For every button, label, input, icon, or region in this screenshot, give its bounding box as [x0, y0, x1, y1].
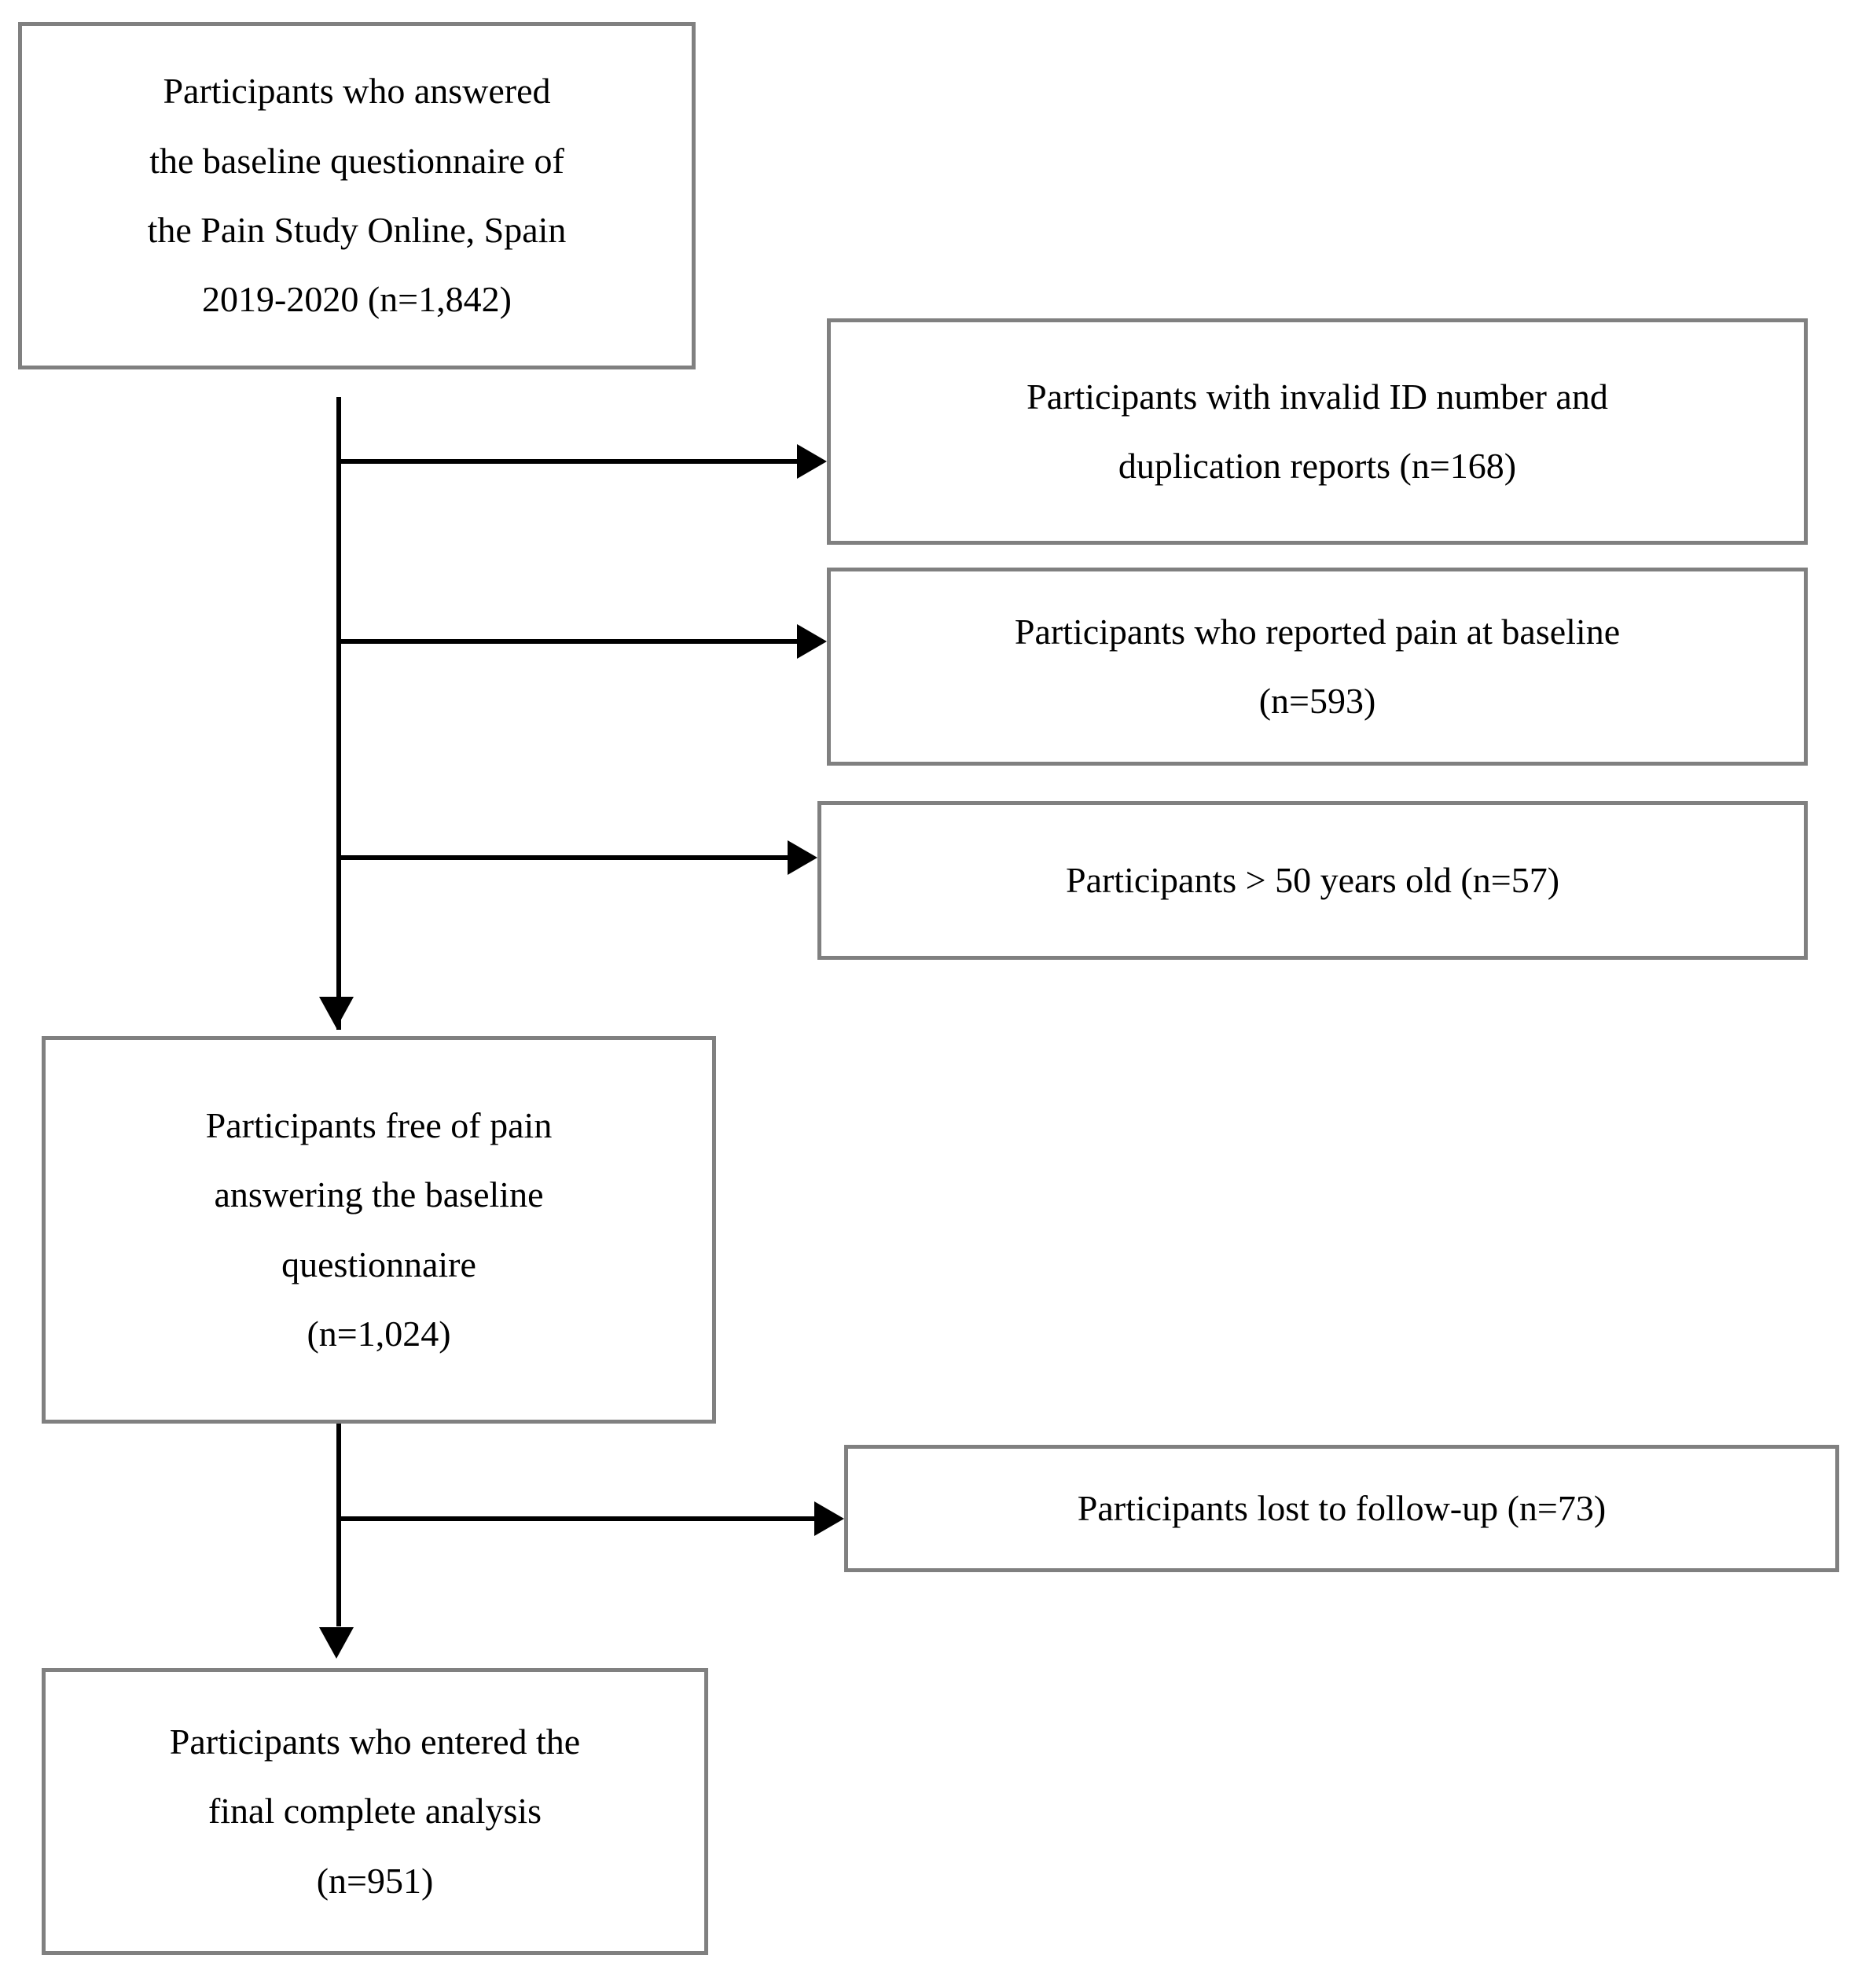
trunk-free-of-pain-to-final-arrowhead	[319, 1627, 354, 1659]
box-text-line: (n=1,024)	[307, 1313, 451, 1354]
box-text-line: Participants who entered the	[169, 1722, 581, 1762]
box-text-line: (n=593)	[1258, 681, 1376, 721]
invalid-id-exclusion-box: Participants with invalid ID number and …	[827, 318, 1808, 545]
branch-to-lost-follow-up-arrowhead	[814, 1501, 844, 1536]
box-text-line: Participants > 50 years old (n=57)	[1065, 859, 1560, 900]
branch-to-age-over-50-line	[341, 855, 792, 860]
final-analysis-box: Participants who entered the final compl…	[42, 1668, 708, 1955]
free-of-pain-box: Participants free of pain answering the …	[42, 1036, 716, 1424]
box-text-line: Participants with invalid ID number and	[1026, 376, 1608, 417]
branch-to-invalid-id-line	[341, 459, 802, 464]
branch-to-lost-follow-up-line	[341, 1516, 819, 1521]
box-text-line: the Pain Study Online, Spain	[147, 210, 567, 250]
box-text-line: questionnaire	[281, 1244, 476, 1284]
box-text-line: 2019-2020 (n=1,842)	[202, 279, 512, 320]
pain-at-baseline-exclusion-box: Participants who reported pain at baseli…	[827, 568, 1808, 766]
box-text-line: (n=951)	[316, 1860, 434, 1901]
box-text-line: Participants free of pain	[205, 1104, 553, 1145]
age-over-50-exclusion-box: Participants > 50 years old (n=57)	[817, 801, 1808, 960]
trunk-baseline-to-free-of-pain-line	[336, 397, 341, 1030]
branch-to-invalid-id-arrowhead	[797, 444, 827, 479]
box-text-line: answering the baseline	[214, 1174, 544, 1215]
box-text-line: final complete analysis	[208, 1791, 542, 1832]
branch-to-pain-at-baseline-arrowhead	[797, 624, 827, 659]
box-text-line: Participants who answered	[163, 71, 551, 112]
branch-to-age-over-50-arrowhead	[788, 840, 817, 875]
lost-to-follow-up-exclusion-box: Participants lost to follow-up (n=73)	[844, 1445, 1839, 1572]
box-text-line: duplication reports (n=168)	[1118, 446, 1517, 486]
branch-to-pain-at-baseline-line	[341, 639, 802, 644]
box-text-line: the baseline questionnaire of	[149, 140, 564, 181]
box-text-line: Participants who reported pain at baseli…	[1014, 611, 1621, 652]
baseline-questionnaire-box: Participants who answered the baseline q…	[18, 22, 696, 369]
box-text-line: Participants lost to follow-up (n=73)	[1077, 1487, 1607, 1528]
trunk-free-of-pain-to-final-line	[336, 1424, 341, 1626]
trunk-baseline-to-free-of-pain-arrowhead	[319, 997, 354, 1028]
